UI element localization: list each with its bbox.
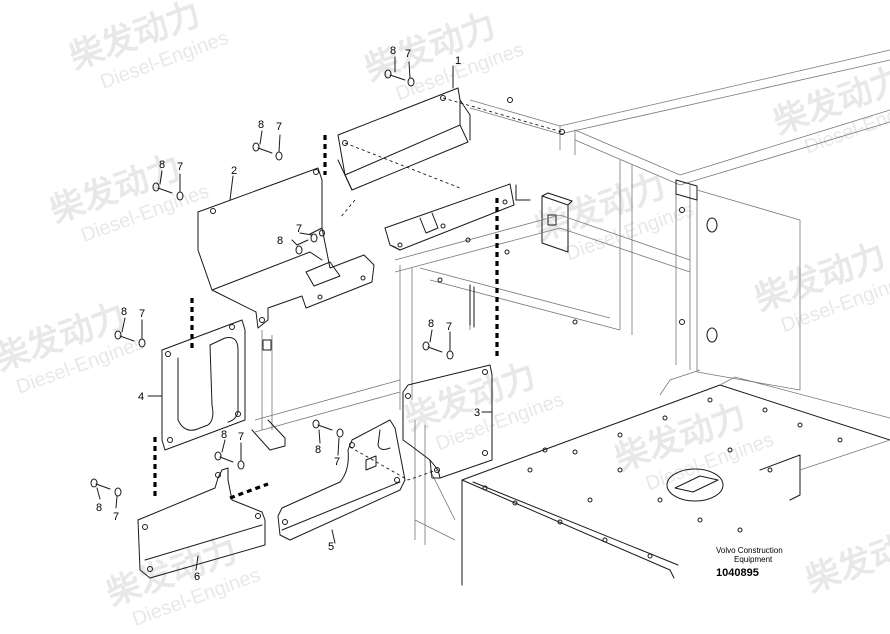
watermark: 柴发动力 Diesel-Engines: [102, 531, 264, 631]
watermark: 柴发动力 Diesel-Engines: [65, 0, 232, 94]
callout-8: 8: [96, 502, 102, 514]
side-panel-4: [161, 319, 246, 451]
callout-8: 8: [258, 119, 264, 131]
callout-4: 4: [138, 391, 144, 403]
callout-8: 8: [428, 318, 434, 330]
fasteners: [90, 69, 454, 497]
callout-7: 7: [446, 321, 452, 333]
deck-bolts: [437, 97, 843, 559]
callout-5: 5: [328, 541, 334, 553]
lower-plate-5: [277, 419, 406, 541]
callout-labels: 1 2 3 4 5 6 7 7 7 7 7 7 7 7 7 8 8 8 8 8 …: [96, 45, 480, 583]
watermark: 柴发动力 Diesel-Engines: [610, 396, 777, 495]
lower-plate-6: [137, 467, 266, 579]
diagram-caption: Volvo Construction Equipment 1040895: [716, 546, 783, 579]
callout-7: 7: [334, 456, 340, 468]
callout-8: 8: [390, 45, 396, 57]
callout-3: 3: [474, 407, 480, 419]
callout-7: 7: [405, 48, 411, 60]
leader-lines: [96, 56, 493, 571]
caption-line-2: Equipment: [734, 555, 773, 564]
watermark: 柴发动力: [801, 518, 890, 600]
cover-plate-2: [197, 167, 375, 329]
callout-8: 8: [277, 235, 283, 247]
watermark: 柴发动力 Diesel-Engines: [45, 148, 212, 247]
watermark: 柴发动力 Diesel-Engines: [750, 236, 890, 337]
callout-7: 7: [296, 223, 302, 235]
callout-7: 7: [177, 161, 183, 173]
callout-8: 8: [221, 429, 227, 441]
callout-8: 8: [159, 159, 165, 171]
callout-7: 7: [113, 511, 119, 523]
callout-7: 7: [238, 431, 244, 443]
callout-8: 8: [121, 306, 127, 318]
callout-7: 7: [276, 121, 282, 133]
callout-7: 7: [139, 308, 145, 320]
screw: [389, 74, 406, 81]
callout-1: 1: [455, 55, 461, 67]
document-number: 1040895: [716, 567, 759, 579]
callout-2: 2: [231, 165, 237, 177]
side-panel-3: [402, 364, 493, 479]
svg-text:柴发动力: 柴发动力: [801, 518, 890, 600]
callout-8: 8: [315, 444, 321, 456]
callout-6: 6: [194, 571, 200, 583]
cover-plate-1: [337, 87, 515, 251]
machine-frame: [251, 49, 890, 586]
reference-dashes: [153, 97, 563, 500]
caption-line-1: Volvo Construction: [716, 546, 783, 555]
watermark: 柴发动力 Diesel-Engines: [769, 60, 890, 159]
